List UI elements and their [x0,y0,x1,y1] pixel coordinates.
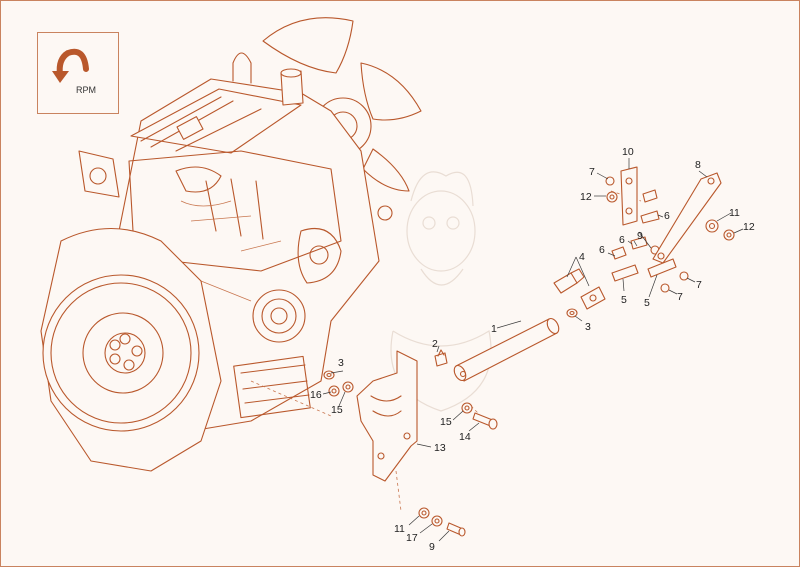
rpm-rotation-indicator: RPM [37,32,119,114]
watermark-logo [390,171,492,412]
callout-8: 8 [695,159,701,171]
part-5-link-plate [611,258,677,282]
callout-9: 9 [637,230,643,242]
callout-3: 3 [338,357,344,369]
callout-numbers: 1 2 3 3 4 5 5 6 6 6 7 7 7 8 9 9 10 11 11… [310,146,755,553]
washer-set [328,381,473,537]
callout-7: 7 [696,279,702,291]
callout-10: 10 [622,146,634,158]
valve-cover [130,88,302,154]
part-13-support-bracket [356,350,418,482]
flywheel [42,274,200,432]
callout-9: 9 [429,541,435,553]
callout-6: 6 [599,244,605,256]
part-1-shaft [453,317,560,382]
callout-6: 6 [619,234,625,246]
callout-5: 5 [644,297,650,309]
callout-5: 5 [621,294,627,306]
part-2-grease-nipple [434,349,448,367]
part-14-bolt [472,412,498,430]
callout-12: 12 [743,221,755,233]
part-8-lever-arm [652,172,722,264]
fastener-set [605,176,735,293]
callout-6: 6 [664,210,670,222]
rpm-label: RPM [76,85,96,95]
leader-lines [322,158,744,542]
part-4-clevis [553,268,606,310]
callout-14: 14 [459,431,471,443]
callout-1: 1 [491,323,497,335]
part-10-bracket [620,166,638,226]
callout-16: 16 [310,389,322,401]
engine-assembly [40,17,422,472]
callout-13: 13 [434,442,446,454]
callout-11: 11 [729,207,740,219]
lifting-bracket [78,150,120,198]
callout-15: 15 [440,416,452,428]
callout-15: 15 [331,404,343,416]
callout-11: 11 [394,523,405,535]
callout-7: 7 [589,166,595,178]
callout-17: 17 [406,532,418,544]
callout-12: 12 [580,191,592,203]
part-3-nut [323,308,578,380]
callout-7: 7 [677,291,683,303]
callout-2: 2 [432,338,438,350]
counterclockwise-arrow-icon [52,48,89,83]
callout-4: 4 [579,251,585,263]
callout-3: 3 [585,321,591,333]
